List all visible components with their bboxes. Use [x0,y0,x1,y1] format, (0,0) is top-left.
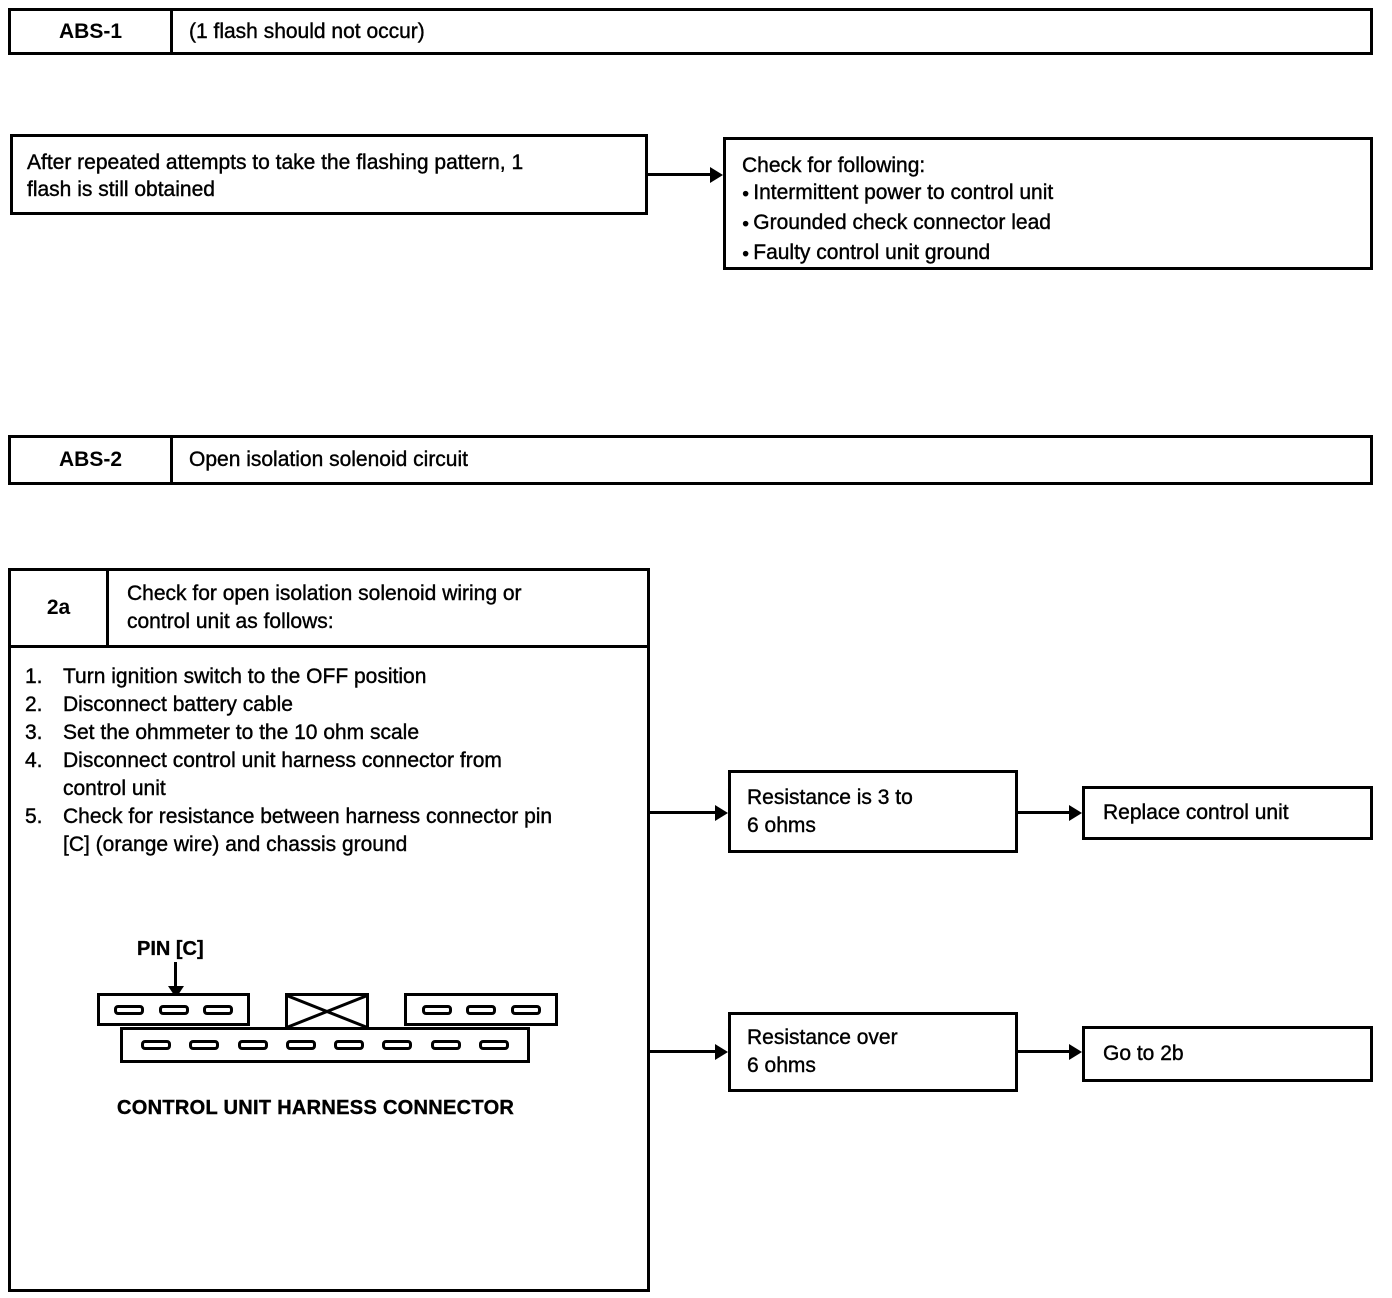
arrow-step2a-to-outcome1 [650,805,728,821]
connector-pin [430,1040,461,1050]
step-2a-box: 2a Check for open isolation solenoid wir… [8,568,650,1292]
action-box-replace-control-unit: Replace control unit [1082,786,1373,840]
bullet-icon [742,239,753,269]
action-box-go-to-2b: Go to 2b [1082,1026,1373,1082]
connector-pin [382,1040,413,1050]
list-item: 1. Turn ignition switch to the OFF posit… [25,663,639,691]
outcome-box-resistance-3-to-6: Resistance is 3 to 6 ohms [728,770,1018,853]
list-item: Intermittent power to control unit [742,179,1354,209]
connector-pin [237,1040,268,1050]
arrow-shaft [1018,811,1071,814]
fault-header-abs2: ABS-2 Open isolation solenoid circuit [8,435,1373,485]
step-instructions-list: 1. Turn ignition switch to the OFF posit… [11,648,647,859]
step-text: Set the ohmmeter to the 10 ohm scale [63,721,420,744]
pin-c-arrow-shaft [174,962,177,988]
arrow-head-icon [715,805,728,821]
fault-code-description: Open isolation solenoid circuit [189,448,468,471]
arrow-step2a-to-outcome2 [650,1044,728,1060]
arrow-shaft [648,173,712,176]
pin-c-label: PIN [C] [137,938,204,960]
connector-pin [334,1040,365,1050]
connector-pin [466,1004,496,1015]
connector-pin [421,1004,452,1015]
bullet-icon [742,209,753,239]
arrow-condition-to-check [648,167,723,183]
list-item: 3. Set the ohmmeter to the 10 ohm scale [25,719,639,747]
diagram-caption: CONTROL UNIT HARNESS CONNECTOR [117,1097,515,1119]
arrow-head-icon [1069,805,1082,821]
fault-code-label: ABS-2 [11,438,173,482]
list-item: Grounded check connector lead [742,209,1354,239]
list-item: 2. Disconnect battery cable [25,691,639,719]
condition-box-repeated-attempts: After repeated attempts to take the flas… [10,134,648,215]
connector-pin [285,1040,316,1050]
connector-pin [510,1004,541,1015]
step-text: Disconnect battery cable [63,693,293,716]
step-text: Disconnect control unit harness connecto… [63,749,502,800]
list-item: 4. Disconnect control unit harness conne… [25,747,639,803]
connector-block-top-left [97,993,250,1026]
arrow-outcome1-to-action [1018,805,1082,821]
list-item: Faulty control unit ground [742,239,1354,269]
connector-pin [141,1040,172,1050]
list-item: 5. Check for resistance between harness … [25,803,639,859]
connector-pin [478,1040,509,1050]
fault-code-label: ABS-1 [11,11,173,52]
arrow-outcome2-to-action [1018,1044,1082,1060]
step-2a-header: 2a Check for open isolation solenoid wir… [11,571,647,648]
arrow-shaft [650,1050,717,1053]
step-number: 1. [25,665,43,688]
check-item-text: Faulty control unit ground [753,241,991,264]
check-item-text: Intermittent power to control unit [753,181,1054,204]
step-number: 5. [25,805,43,828]
outcome-box-resistance-over-6: Resistance over 6 ohms [728,1012,1018,1092]
connector-block-crossed [285,993,369,1030]
step-text: Check for resistance between harness con… [63,805,553,856]
check-item-text: Grounded check connector lead [753,211,1051,234]
connector-pin [189,1040,220,1050]
check-following-box: Check for following: Intermittent power … [723,137,1373,270]
step-number: 3. [25,721,43,744]
arrow-shaft [1018,1050,1071,1053]
arrow-head-icon [1069,1044,1082,1060]
check-following-title: Check for following: [742,154,926,177]
arrow-head-icon [710,167,723,183]
connector-pin-c [158,1004,189,1015]
x-mark-icon [288,996,366,1027]
step-number: 2. [25,693,43,716]
connector-pin [202,1004,233,1015]
step-number: 4. [25,749,43,772]
bullet-icon [742,179,753,209]
connector-block-bottom [120,1027,530,1063]
arrow-head-icon [715,1044,728,1060]
arrow-shaft [650,811,717,814]
step-id-cell: 2a [11,571,109,645]
step-text: Turn ignition switch to the OFF position [63,665,427,688]
connector-block-top-right [404,993,558,1026]
fault-code-description: (1 flash should not occur) [189,19,425,43]
fault-header-abs1: ABS-1 (1 flash should not occur) [8,8,1373,55]
connector-pin [114,1004,145,1015]
step-title: Check for open isolation solenoid wiring… [127,582,522,633]
